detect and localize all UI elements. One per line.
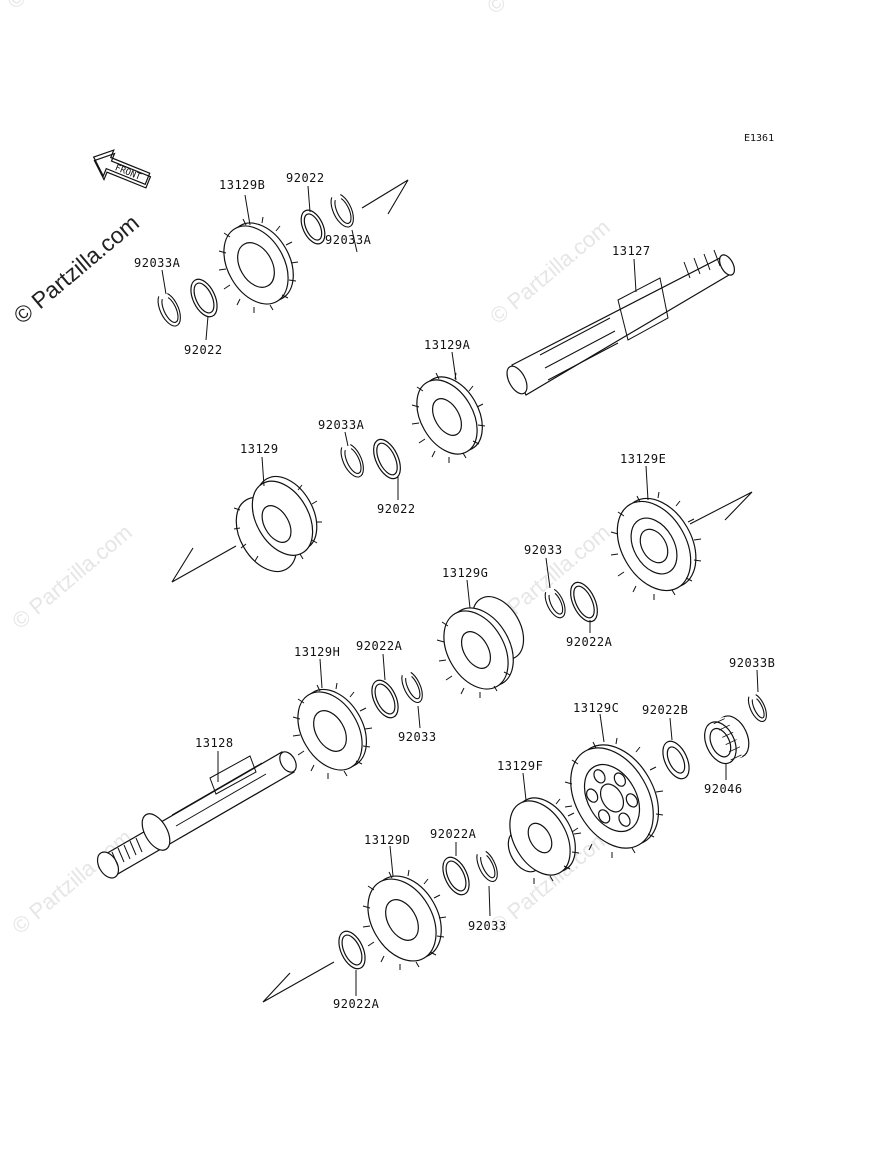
- washer-92022-top[interactable]: [296, 206, 329, 247]
- gear-13129f[interactable]: [491, 787, 588, 889]
- label-13127[interactable]: 13127: [612, 244, 651, 258]
- label-92022a-mid[interactable]: 92022A: [566, 635, 613, 649]
- washer-92022a-bottom[interactable]: [334, 927, 371, 973]
- label-13129a[interactable]: 13129A: [424, 338, 471, 352]
- gear-13129[interactable]: [220, 466, 333, 582]
- label-92033a-top[interactable]: 92033A: [325, 233, 372, 247]
- shaft-13127[interactable]: [503, 249, 738, 397]
- washer-92022-left[interactable]: [186, 275, 223, 321]
- label-92033b[interactable]: 92033B: [729, 656, 775, 670]
- washer-92022a-d[interactable]: [438, 853, 475, 899]
- label-92022a-bottom[interactable]: 92022A: [333, 997, 380, 1011]
- label-13129d[interactable]: 13129D: [364, 833, 410, 847]
- label-92022b[interactable]: 92022B: [642, 703, 688, 717]
- washer-92022-mid[interactable]: [368, 435, 406, 482]
- watermark-layer: © Partzilla.com © Partzilla.com © Partzi…: [2, 0, 615, 939]
- label-13129g[interactable]: 13129G: [442, 566, 488, 580]
- circlip-92033-d[interactable]: [474, 849, 502, 884]
- needle-bearing-92046[interactable]: [698, 711, 755, 769]
- label-92022a-d[interactable]: 92022A: [430, 827, 477, 841]
- label-92033-d[interactable]: 92033: [468, 919, 507, 933]
- gear-13129e[interactable]: [602, 485, 711, 603]
- leader-lines: [161, 185, 759, 996]
- gear-13129c[interactable]: [554, 730, 676, 863]
- watermark: © Partzilla.com: [7, 519, 137, 633]
- reference-code: E1361: [744, 133, 774, 144]
- label-13129[interactable]: 13129: [240, 442, 279, 456]
- washer-92022a-mid[interactable]: [565, 578, 603, 625]
- washer-92022a-h[interactable]: [367, 676, 404, 722]
- label-13129f[interactable]: 13129F: [497, 759, 543, 773]
- gear-13129h[interactable]: [285, 678, 380, 781]
- label-92022a-h[interactable]: 92022A: [356, 639, 403, 653]
- label-13129h[interactable]: 13129H: [294, 645, 340, 659]
- circlip-92033-mid[interactable]: [542, 587, 569, 621]
- watermark: © Partzilla.com: [485, 214, 615, 328]
- circlip-92033b[interactable]: [745, 692, 770, 724]
- washer-92022b[interactable]: [658, 737, 695, 783]
- gear-13129b[interactable]: [211, 212, 307, 316]
- watermark-logo: © Partzilla.com: [9, 209, 144, 329]
- gear-13129g[interactable]: [431, 588, 542, 701]
- part-labels: 13129B 92022 92033A 92033A 92022 13127 1…: [134, 171, 775, 1011]
- watermark: © Partzilla.com: [7, 824, 137, 938]
- circlip-92033-h[interactable]: [399, 670, 427, 705]
- label-92033-h[interactable]: 92033: [398, 730, 437, 744]
- label-13129e[interactable]: 13129E: [620, 452, 666, 466]
- gear-13129a[interactable]: [404, 366, 494, 464]
- watermark: © Partzilla.com: [2, 0, 132, 14]
- circlip-92033a-mid[interactable]: [337, 442, 368, 480]
- circlip-92033a-top[interactable]: [327, 192, 358, 230]
- front-arrow-icon: FRONT: [92, 149, 152, 189]
- label-92033-mid[interactable]: 92033: [524, 543, 563, 557]
- watermark: © Partzilla.com: [482, 0, 612, 19]
- label-92022-mid[interactable]: 92022: [377, 502, 416, 516]
- label-13129c[interactable]: 13129C: [573, 701, 619, 715]
- shaft-13128[interactable]: [93, 749, 299, 882]
- label-92033a-mid[interactable]: 92033A: [318, 418, 365, 432]
- assembly-guides: [171, 179, 753, 1003]
- gear-13129d[interactable]: [354, 864, 455, 973]
- circlip-92033a-left[interactable]: [154, 291, 185, 329]
- label-92022-left[interactable]: 92022: [184, 343, 223, 357]
- label-92033a-left[interactable]: 92033A: [134, 256, 181, 270]
- label-13128[interactable]: 13128: [195, 736, 234, 750]
- label-92022-top[interactable]: 92022: [286, 171, 325, 185]
- label-13129b[interactable]: 13129B: [219, 178, 265, 192]
- label-92046[interactable]: 92046: [704, 782, 743, 796]
